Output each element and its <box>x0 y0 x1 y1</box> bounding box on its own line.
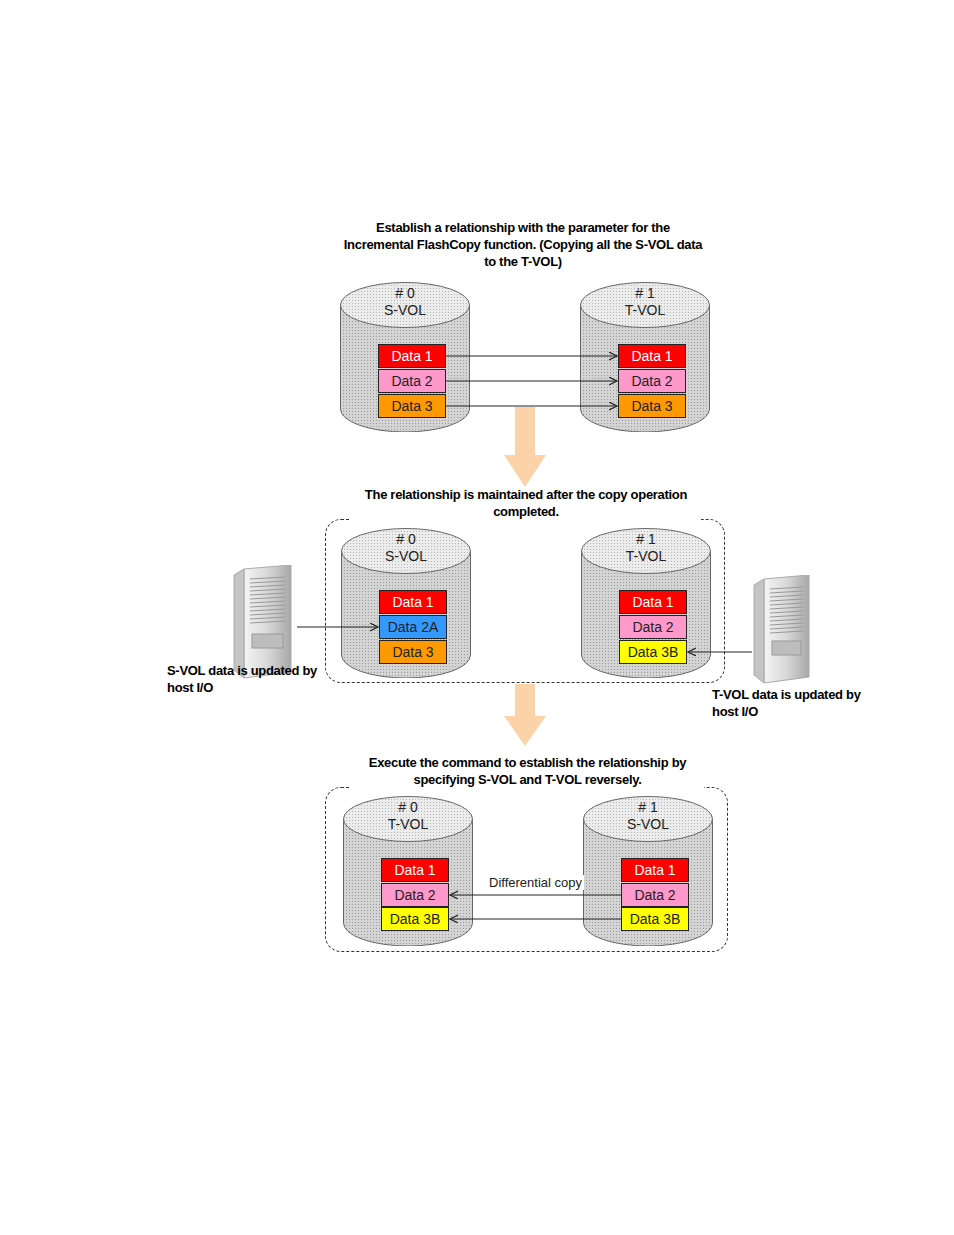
data-label: Data 1 <box>382 859 448 881</box>
heading-text: Execute the command to establish the rel… <box>351 754 704 788</box>
heading-text: Establish a relationship with the parame… <box>338 219 708 270</box>
volume-number: # 0 <box>341 531 471 547</box>
volume-type: T-VOL <box>581 548 711 564</box>
connector-arrow <box>297 627 378 628</box>
volume-type: S-VOL <box>341 548 471 564</box>
host-server: S-VOL data is updated by host I/O <box>232 565 297 680</box>
connector-arrow <box>446 356 617 357</box>
data-block: Data 1 <box>378 344 446 368</box>
data-block: Data 3B <box>621 907 689 931</box>
host-server: T-VOL data is updated by host I/O <box>752 575 815 685</box>
data-label: Data 2 <box>622 884 688 906</box>
data-label: Data 1 <box>622 859 688 881</box>
volume-type: T-VOL <box>580 302 710 318</box>
data-label: Data 1 <box>620 591 686 613</box>
connector-arrow <box>450 919 621 920</box>
data-label: Data 2 <box>619 370 685 392</box>
volume-type: S-VOL <box>583 816 713 832</box>
volume-type: T-VOL <box>343 816 473 832</box>
data-label: Data 3B <box>382 908 448 930</box>
connector-arrow <box>446 381 617 382</box>
data-label: Data 3B <box>622 908 688 930</box>
data-block: Data 3B <box>381 907 449 931</box>
data-label: Data 3 <box>379 395 445 417</box>
data-block: Data 1 <box>619 590 687 614</box>
data-block: Data 1 <box>379 590 447 614</box>
data-block: Data 3 <box>378 394 446 418</box>
volume-number: # 0 <box>343 799 473 815</box>
data-label: Data 1 <box>380 591 446 613</box>
relationship-group: Execute the command to establish the rel… <box>325 787 728 952</box>
volume-number: # 0 <box>340 285 470 301</box>
server-icon <box>752 575 815 685</box>
data-block: Data 2 <box>618 369 686 393</box>
volume-cylinder: # 0S-VOL Data 1 Data 2A Data 3 <box>341 528 471 678</box>
volume-cylinder: # 1T-VOL Data 1 Data 2 Data 3B <box>581 528 711 678</box>
volume-cylinder: # 0T-VOL Data 1 Data 2Data 3B <box>343 796 473 946</box>
connector-arrow <box>688 652 752 653</box>
data-block: Data 1 <box>621 858 689 882</box>
process-arrow <box>504 684 546 746</box>
process-arrow <box>504 407 546 487</box>
host-label: T-VOL data is updated by host I/O <box>712 686 877 720</box>
data-block: Data 3 <box>379 640 447 664</box>
edge-label: Differential copy <box>487 875 584 890</box>
volume-number: # 1 <box>583 799 713 815</box>
data-block: Data 3B <box>619 640 687 664</box>
data-block: Data 2 <box>621 883 689 907</box>
data-block: Data 1 <box>381 858 449 882</box>
volume-cylinder: # 0S-VOL Data 1 Data 2 Data 3 <box>340 282 470 432</box>
data-label: Data 2A <box>380 616 446 638</box>
data-label: Data 3B <box>620 641 686 663</box>
data-block: Data 2 <box>378 369 446 393</box>
data-block: Data 2 <box>619 615 687 639</box>
volume-type: S-VOL <box>340 302 470 318</box>
connector-arrow <box>446 406 617 407</box>
data-label: Data 3 <box>380 641 446 663</box>
data-label: Data 2 <box>382 884 448 906</box>
data-block: Data 2 <box>381 883 449 907</box>
data-block: Data 1 <box>618 344 686 368</box>
data-label: Data 2 <box>379 370 445 392</box>
heading-box: Execute the command to establish the rel… <box>351 754 704 788</box>
volume-cylinder: # 1T-VOL Data 1 Data 2 Data 3 <box>580 282 710 432</box>
server-icon <box>232 565 297 680</box>
host-label: S-VOL data is updated by host I/O <box>167 662 332 696</box>
heading-box: The relationship is maintained after the… <box>351 486 701 520</box>
relationship-group: The relationship is maintained after the… <box>325 519 725 683</box>
heading-box: Establish a relationship with the parame… <box>338 219 708 270</box>
heading-text: The relationship is maintained after the… <box>351 486 701 520</box>
volume-number: # 1 <box>580 285 710 301</box>
data-label: Data 1 <box>379 345 445 367</box>
data-block: Data 3 <box>618 394 686 418</box>
data-label: Data 3 <box>619 395 685 417</box>
data-label: Data 2 <box>620 616 686 638</box>
connector-arrow <box>450 895 621 896</box>
data-label: Data 1 <box>619 345 685 367</box>
volume-cylinder: # 1S-VOL Data 1 Data 2Data 3B <box>583 796 713 946</box>
volume-number: # 1 <box>581 531 711 547</box>
data-block: Data 2A <box>379 615 447 639</box>
